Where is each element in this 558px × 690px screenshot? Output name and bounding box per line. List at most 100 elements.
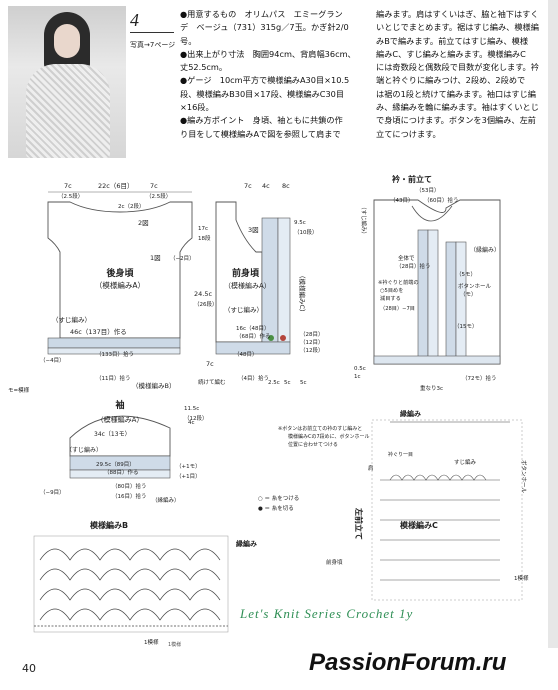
svg-text:縁編み: 縁編み [400,409,421,418]
svg-text:18段: 18段 [198,234,211,242]
collar-band-diagram: 衿・前立て （53目） （43目） （60目）拾う （すじ編み） （縁編み） 全… [354,174,501,392]
svg-text:24.5c: 24.5c [194,290,212,298]
svg-text:縁編み: 縁編み [236,539,257,548]
svg-text:（縁編み）: （縁編み） [152,496,180,504]
svg-text:（−4目）: （−4目） [40,357,65,364]
svg-text:（80目）拾う: （80目）拾う [112,482,147,490]
back-body-diagram: 後身頃 （模様編みA） 7c （2.5段） 22c（6目） 7c （2.5段） … [8,182,218,394]
svg-text:（43目）: （43目） [390,197,414,204]
back-subtitle: （模様編みA） [95,280,145,290]
svg-text:モ=模様: モ=模様 [8,386,30,394]
svg-text:（4目）拾う: （4目）拾う [238,374,269,382]
svg-text:（11目）拾う: （11目）拾う [96,374,131,382]
svg-text:（10段）: （10段） [294,228,318,236]
svg-text:（133目）拾う: （133目）拾う [96,350,134,358]
footer-bar [0,648,558,690]
svg-text:（12目）: （12目） [300,339,324,346]
pattern-diagrams: 後身頃 （模様編みA） 7c （2.5段） 22c（6目） 7c （2.5段） … [8,174,529,648]
svg-text:7c: 7c [206,360,214,368]
instructions-column-1: ●用意するもの オリムパス エミーグランデ ベージュ（731）315g／7玉。か… [180,9,356,139]
svg-text:位置に合わせてつける: 位置に合わせてつける [288,441,338,448]
svg-text:（2.5段）: （2.5段） [58,192,83,200]
svg-text:8c: 8c [282,182,290,190]
watermark: Let's Knit Series Crochet 1y [240,606,414,621]
svg-text:（60目）拾う: （60目）拾う [424,196,459,204]
svg-text:模様編みC: 模様編みC [400,520,438,530]
svg-text:5c: 5c [300,380,307,386]
svg-text:（模様編みB）: （模様編みB） [132,381,175,390]
page-number: 40 [22,662,36,675]
brand-logo: PassionForum.ru [309,649,507,676]
svg-text:（模様編みA）: （模様編みA） [97,415,144,424]
svg-text:5c: 5c [284,380,291,386]
svg-text:重なり3c: 重なり3c [420,384,443,392]
svg-text:1模様: 1模様 [514,574,529,582]
front-fig3: 3図 [248,226,259,234]
svg-text:0.5c: 0.5c [354,366,366,372]
svg-text:9.5c: 9.5c [294,220,306,226]
svg-text:7c: 7c [150,182,158,190]
svg-text:すじ編み: すじ編み [454,458,477,466]
svg-text:（+1目）: （+1目） [176,473,201,480]
svg-text:（すじ編み）: （すじ編み） [360,204,368,237]
svg-text:（68目）作る: （68目）作る [236,332,271,340]
svg-text:全体で: 全体で [398,254,415,262]
svg-text:（2.5段）: （2.5段） [146,192,171,200]
photo-page-reference: 写真→7ページ [130,41,176,49]
svg-text:（28目）−7目: （28目）−7目 [380,305,415,312]
collar-title: 衿・前立て [392,174,432,184]
repeat-label: 1模様 [168,641,181,648]
svg-text:○5目めを: ○5目めを [380,287,403,294]
svg-text:（5モ）: （5モ） [456,271,476,278]
svg-text:（12段）: （12段） [184,414,208,422]
svg-text:16c（48目）: 16c（48目） [236,325,270,332]
edging-chart: 縁編み ※ボタンはお前立ての衿のすじ編みと 模様編みCの7段めに、ボタンホール … [258,409,529,601]
svg-text:34c（13モ）: 34c（13モ） [94,431,131,438]
svg-text:続けて編む: 続けて編む [198,378,226,386]
svg-text:29.5c（89目）: 29.5c（89目） [96,461,135,468]
svg-text:（12段）: （12段） [300,346,324,354]
svg-text:（16目）拾う: （16目）拾う [112,492,147,500]
svg-text:（+1モ）: （+1モ） [176,463,201,470]
back-top-a: 7c [64,182,72,190]
svg-text:4c: 4c [262,182,270,190]
pattern-b-chart: 模様編みB 縁編み 1模様 [33,520,257,646]
svg-text:（28目）: （28目） [300,331,324,338]
svg-text:（53目）: （53目） [416,187,440,194]
svg-text:1模様: 1模様 [144,638,159,646]
svg-text:肩: 肩 [368,464,374,472]
svg-text:17c: 17c [198,226,208,232]
svg-text:（−9目）: （−9目） [40,489,65,496]
svg-text:（48目）: （48目） [234,351,258,358]
back-title: 後身頃 [106,267,134,279]
svg-text:（−2目）: （−2目） [170,255,195,262]
sleeve-title: 袖 [114,399,124,411]
svg-text:11.5c: 11.5c [184,406,199,412]
svg-text:模様編みB: 模様編みB [90,520,128,530]
svg-text:2.5c: 2.5c [268,380,280,386]
svg-text:（すじ編み）: （すじ編み） [224,305,263,314]
svg-text:（すじ編み）: （すじ編み） [66,446,102,454]
svg-text:4c: 4c [188,420,195,426]
svg-text:46c（137目）作る: 46c（137目）作る [70,327,127,336]
svg-text:（モ）: （モ） [460,291,477,298]
svg-text:（28目）拾う: （28目）拾う [396,262,431,270]
back-fig1: 1図 [150,254,161,262]
svg-text:前身頃: 前身頃 [326,558,343,566]
svg-text:衿ぐり一目: 衿ぐり一目 [388,451,413,458]
svg-text:● ＝ 糸を切る: ● ＝ 糸を切る [258,504,294,512]
back-fig2: 2図 [138,219,149,227]
svg-text:○ ＝ 糸をつける: ○ ＝ 糸をつける [258,494,299,502]
svg-text:ボタンホール: ボタンホール [520,460,528,494]
svg-text:（15モ）: （15モ） [454,323,478,330]
svg-text:（縁編み）: （縁編み） [470,246,500,254]
front-title: 前身頃 [232,267,260,279]
svg-text:※ボタンはお前立ての衿のすじ編みと: ※ボタンはお前立ての衿のすじ編みと [278,425,362,432]
svg-text:減目する: 減目する [380,294,401,302]
instructions-column-2: 編みます。肩はすくいはぎ、脇と袖下はすくいとじでまとめます。裾はすじ編み、模様編… [376,9,539,139]
pattern-number: 4 [130,10,139,30]
svg-text:※衿ぐりと前端の: ※衿ぐりと前端の [378,278,419,286]
svg-text:左前立て: 左前立て [354,507,364,540]
svg-text:（88目）作る: （88目）作る [104,468,139,476]
